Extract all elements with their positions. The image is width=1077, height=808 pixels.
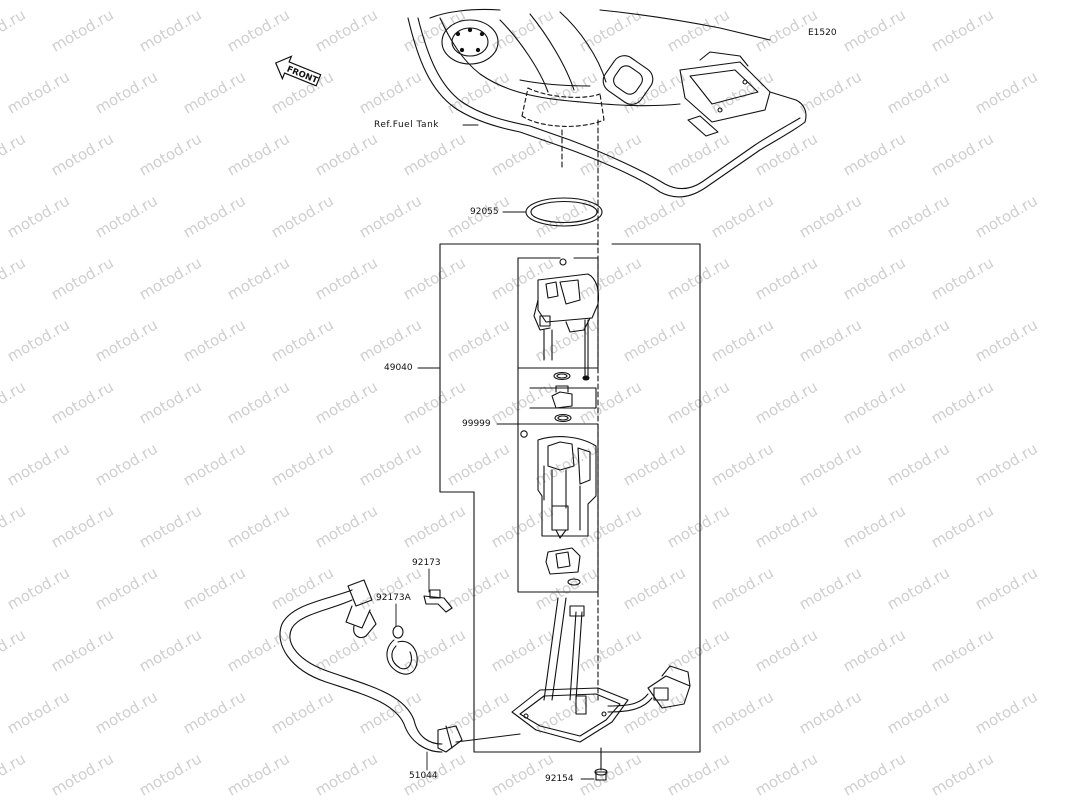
leader-lines [395,124,595,780]
fuel-tank-drawing [407,8,807,701]
diagram-code: E1520 [808,28,837,38]
part-99999-label[interactable]: 99999 [462,419,491,429]
ref-fuel-tank-label: Ref.Fuel Tank [374,120,439,130]
pump-body-drawing [537,436,597,586]
base-plate-drawing [511,597,691,743]
assembly-brackets [439,243,701,753]
hose-drawing [279,579,521,753]
part-51044-label[interactable]: 51044 [409,771,438,781]
part-92173-label[interactable]: 92173 [412,558,441,568]
front-direction-badge: FRONT [272,52,324,92]
front-arrow-icon: FRONT [274,55,322,87]
part-92154-label[interactable]: 92154 [545,774,574,784]
part-49040-label[interactable]: 49040 [384,363,413,373]
seal-ring-drawing [525,197,603,227]
pump-top-drawing [520,258,600,438]
part-92055-label[interactable]: 92055 [470,207,499,217]
part-92173a-label[interactable]: 92173A [376,593,411,603]
bolt-drawing [594,747,608,781]
